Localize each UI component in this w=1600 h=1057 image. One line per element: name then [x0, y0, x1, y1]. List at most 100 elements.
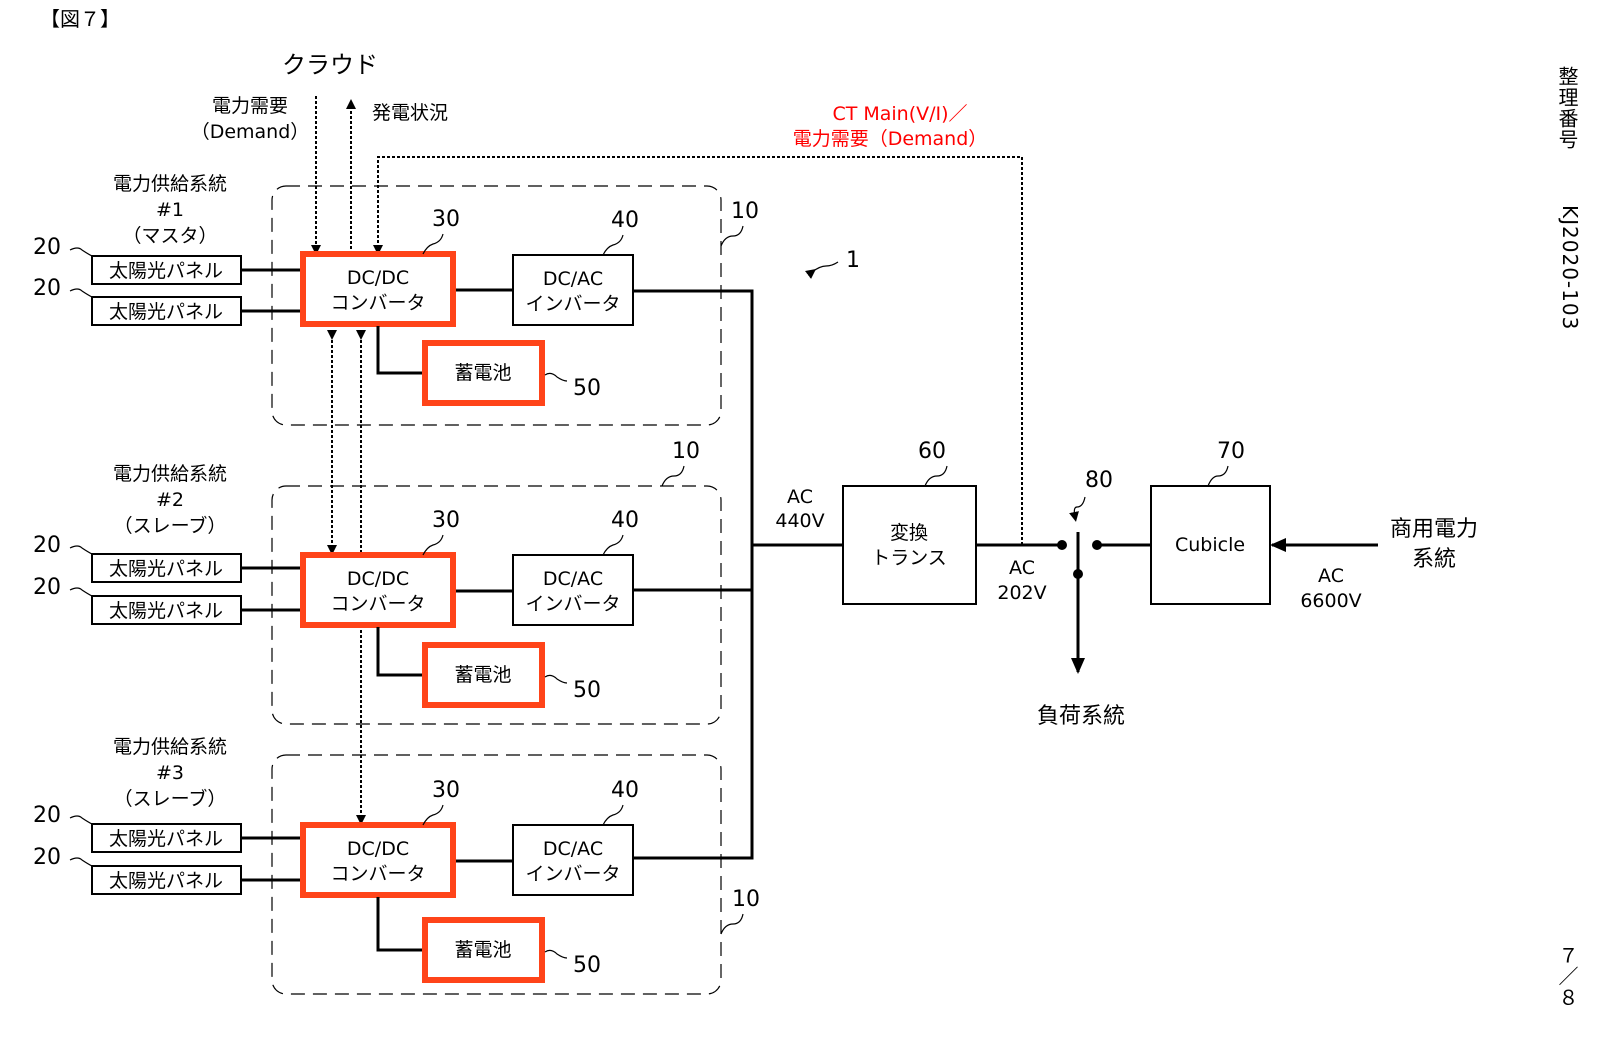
- panel-ref: 20: [33, 533, 61, 558]
- panel-ref-leader: [69, 587, 93, 597]
- group-ref-leader: [720, 913, 744, 935]
- panel-ref: 20: [33, 235, 61, 260]
- solar-panel-label: 太陽光パネル: [109, 260, 223, 282]
- panel-ref: 20: [33, 803, 61, 828]
- solar-panel-box: [91, 255, 242, 285]
- ct-demand-label: 電力需要（Demand）: [793, 128, 988, 150]
- system-group-boundary: [271, 485, 722, 725]
- converter-to-battery-wire: [376, 326, 425, 375]
- generation-status-label: 発電状況: [372, 102, 448, 124]
- converter-ref-leader: [422, 534, 444, 556]
- switch-contact-left: [1057, 540, 1067, 550]
- switch-ref: 80: [1085, 468, 1113, 493]
- panel-ref: 20: [33, 845, 61, 870]
- group-ref-leader: [661, 465, 685, 487]
- cubicle-ref-leader: [1207, 465, 1229, 487]
- converter-ref-leader: [422, 804, 444, 826]
- battery-ref: 50: [573, 953, 601, 978]
- solar-panel-box: [91, 553, 242, 583]
- dcac-inverter-label-2: インバータ: [525, 593, 620, 615]
- system-title: 電力供給系統: [113, 173, 227, 195]
- grid-voltage-ac: AC: [1318, 565, 1344, 587]
- dcdc-converter-label-2: コンバータ: [330, 292, 425, 314]
- low-voltage-ac: AC: [1009, 557, 1035, 579]
- inverter-ref: 40: [611, 778, 639, 803]
- dcdc-converter-label-1: DC/DC: [347, 267, 409, 289]
- switch-ref-pointer: [1069, 496, 1086, 522]
- system-title: 電力供給系統: [113, 463, 227, 485]
- demand-label-en: （Demand）: [191, 121, 310, 143]
- battery-label: 蓄電池: [454, 362, 511, 384]
- transformer-ref-leader: [924, 465, 948, 487]
- ct-main-label: CT Main(V/I)／: [832, 103, 967, 125]
- dcac-inverter-box: [512, 554, 634, 626]
- system-number: #2: [156, 489, 184, 511]
- solar-panel-label: 太陽光パネル: [109, 828, 223, 850]
- low-voltage-value: 202V: [997, 582, 1046, 604]
- dcac-inverter-label-2: インバータ: [525, 293, 620, 315]
- battery-ref: 50: [573, 376, 601, 401]
- transformer-ref: 60: [918, 439, 946, 464]
- converter-ref-leader: [422, 233, 444, 255]
- system-ref: 1: [846, 248, 860, 273]
- system-number: #1: [156, 199, 184, 221]
- load-system-label: 負荷系統: [1037, 704, 1125, 729]
- reference-number: KJ2020-103: [1558, 205, 1582, 331]
- battery-box: [422, 340, 545, 406]
- inverter-ref: 40: [611, 508, 639, 533]
- inverter-ref-leader: [602, 804, 624, 826]
- system-group-boundary: [271, 754, 722, 995]
- panel-ref-leader: [69, 815, 93, 825]
- page-number: ７／８: [1555, 945, 1579, 1008]
- cloud-label: クラウド: [282, 51, 378, 79]
- dcdc-converter-label-2: コンバータ: [330, 863, 425, 885]
- grid-label-1: 商用電力: [1390, 517, 1478, 542]
- system-number: #3: [156, 762, 184, 784]
- dcac-inverter-label-1: DC/AC: [543, 568, 603, 590]
- system-role: （マスタ）: [122, 225, 217, 247]
- reference-title: 整理番号: [1555, 66, 1579, 150]
- solar-panel-label: 太陽光パネル: [109, 600, 223, 622]
- dcac-inverter-label-2: インバータ: [525, 863, 620, 885]
- demand-label: 電力需要: [212, 95, 288, 117]
- battery-ref-leader: [544, 949, 568, 959]
- group-ref: 10: [731, 199, 759, 224]
- dcdc-converter-label-1: DC/DC: [347, 568, 409, 590]
- converter-ref: 30: [432, 207, 460, 232]
- solar-panel-label: 太陽光パネル: [109, 870, 223, 892]
- panel-ref-leader: [69, 857, 93, 867]
- switch-pivot: [1073, 569, 1083, 579]
- grid-voltage-value: 6600V: [1300, 590, 1361, 612]
- battery-box: [422, 642, 545, 708]
- ct-signal-line: [373, 156, 1023, 545]
- bus-voltage-ac: AC: [787, 486, 813, 508]
- panel-ref-leader: [69, 288, 93, 298]
- cubicle-box: [1150, 485, 1271, 605]
- solar-panel-label: 太陽光パネル: [109, 558, 223, 580]
- bus-voltage-value: 440V: [775, 510, 824, 532]
- system-ref-pointer: [805, 261, 839, 279]
- dcac-inverter-box: [512, 824, 634, 896]
- group-ref: 10: [732, 887, 760, 912]
- transformer-label-2: トランス: [871, 547, 947, 569]
- system-role: （スレーブ）: [114, 514, 227, 537]
- converter-to-battery-wire: [376, 897, 425, 952]
- dcdc-converter-label-1: DC/DC: [347, 838, 409, 860]
- dcac-inverter-label-1: DC/AC: [543, 268, 603, 290]
- system-title: 電力供給系統: [113, 736, 227, 758]
- ac-bus: [633, 289, 754, 860]
- battery-label: 蓄電池: [454, 664, 511, 686]
- transformer-box: [842, 485, 977, 605]
- inverter-ref-leader: [602, 234, 624, 256]
- cubicle-ref: 70: [1217, 439, 1245, 464]
- solar-panel-label: 太陽光パネル: [109, 301, 223, 323]
- solar-panel-box: [91, 595, 242, 625]
- dcdc-converter-box: [300, 552, 456, 628]
- battery-ref-leader: [544, 674, 568, 684]
- cubicle-label: Cubicle: [1175, 534, 1245, 556]
- dcdc-converter-box: [300, 822, 456, 898]
- panel-ref: 20: [33, 276, 61, 301]
- grid-label-2: 系統: [1412, 547, 1456, 572]
